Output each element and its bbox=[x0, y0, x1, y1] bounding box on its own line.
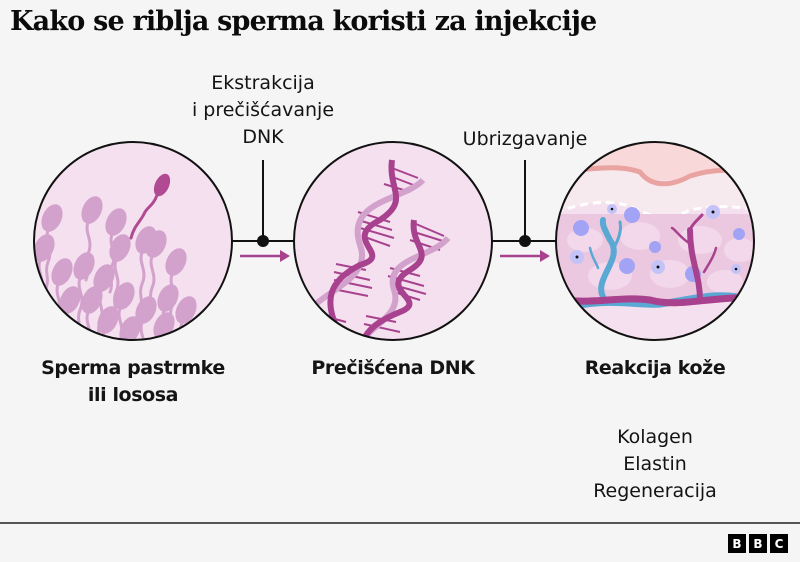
step-label-skin: Reakcija kože bbox=[555, 355, 755, 382]
connector-label-line: Ubrizgavanje bbox=[462, 128, 588, 150]
connector-injection bbox=[492, 160, 557, 262]
connector-label-line: DNK bbox=[242, 126, 284, 148]
junction-dot-icon bbox=[519, 235, 531, 247]
effect-item: Regeneracija bbox=[593, 480, 717, 502]
step-label-line: Prečišćena DNK bbox=[311, 357, 475, 379]
effect-item: Elastin bbox=[623, 453, 687, 475]
step-label-line: Reakcija kože bbox=[584, 357, 726, 379]
logo-letter: B bbox=[749, 534, 767, 553]
skin-illustration-icon bbox=[555, 141, 755, 341]
footer-divider bbox=[0, 522, 800, 524]
sperm-illustration-icon bbox=[33, 141, 233, 341]
fibroblast-icon bbox=[570, 204, 741, 274]
step-label-line: Sperma pastrmke bbox=[41, 357, 225, 379]
arrow-right-icon bbox=[280, 250, 290, 262]
step-label-sperm: Sperma pastrmke ili lososa bbox=[18, 355, 248, 409]
connector-label-line: i prečišćavanje bbox=[191, 99, 335, 121]
connector-extraction-label: Ekstrakcija i prečišćavanje DNK bbox=[168, 70, 358, 151]
step-label-line: ili lososa bbox=[87, 384, 179, 406]
connector-label-line: Ekstrakcija bbox=[211, 72, 315, 94]
step-label-dna: Prečišćena DNK bbox=[290, 355, 496, 382]
logo-letter: B bbox=[728, 534, 746, 553]
logo-letter: C bbox=[770, 534, 788, 553]
connector-injection-label: Ubrizgavanje bbox=[440, 126, 610, 153]
junction-dot-icon bbox=[257, 235, 269, 247]
bbc-logo: B B C bbox=[728, 534, 788, 553]
effect-item: Kolagen bbox=[617, 426, 693, 448]
connector-extraction bbox=[232, 160, 295, 262]
dna-illustration-icon bbox=[293, 141, 493, 341]
arrow-right-icon bbox=[540, 250, 550, 262]
effects-list: Kolagen Elastin Regeneracija bbox=[555, 424, 755, 505]
page-title: Kako se riblja sperma koristi za injekci… bbox=[10, 6, 597, 37]
